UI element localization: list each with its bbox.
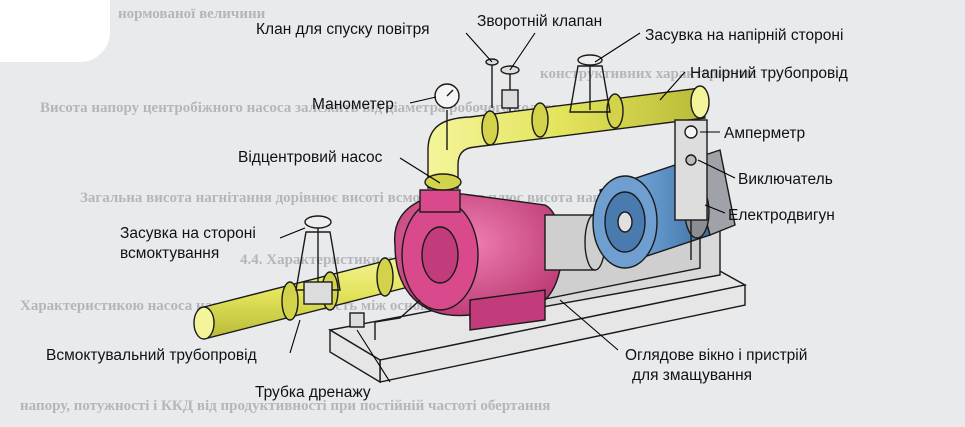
background-text: напору, потужності і ККД від продуктивно… — [20, 398, 551, 414]
drain-tube — [349, 299, 421, 340]
leader-lines — [279, 32, 736, 383]
label-inspection-1: Оглядове вікно і пристрій — [625, 347, 808, 364]
label-ammeter: Амперметр — [724, 125, 806, 142]
label-discharge-gate: Засувка на напірній стороні — [645, 27, 844, 44]
label-discharge-pipe: Напірний трубопровід — [690, 65, 848, 82]
label-drain-tube: Трубка дренажу — [255, 384, 371, 401]
label-air-valve: Клан для спуску повітря — [256, 21, 430, 38]
label-suction-gate-1: Засувка на стороні — [120, 225, 256, 242]
white-patch — [0, 0, 110, 62]
label-manometer: Манометер — [312, 96, 394, 113]
discharge-pipe — [424, 85, 710, 191]
label-suction-gate-2: всмоктування — [120, 245, 220, 262]
shaft-coupling — [544, 213, 606, 271]
discharge-valves — [485, 54, 611, 113]
background-text: Висота напору центробіжного насоса залеж… — [40, 100, 559, 116]
label-check-valve: Зворотній клапан — [477, 13, 603, 30]
pump-casing — [394, 189, 563, 331]
background-text: конструктивних характеристик — [540, 66, 758, 82]
label-motor: Електродвигун — [728, 207, 835, 224]
electric-motor — [592, 149, 736, 269]
label-centrifugal-pump: Відцентровий насос — [238, 149, 383, 166]
background-text: нормованої величини — [118, 6, 266, 22]
suction-gate-valve — [295, 215, 341, 305]
label-inspection-2: для змащування — [632, 367, 753, 384]
control-panel — [674, 119, 708, 260]
label-suction-pipe: Всмоктувальний трубопровід — [46, 347, 257, 364]
label-switch: Виключатель — [738, 171, 833, 188]
manometer-gauge — [434, 83, 460, 150]
